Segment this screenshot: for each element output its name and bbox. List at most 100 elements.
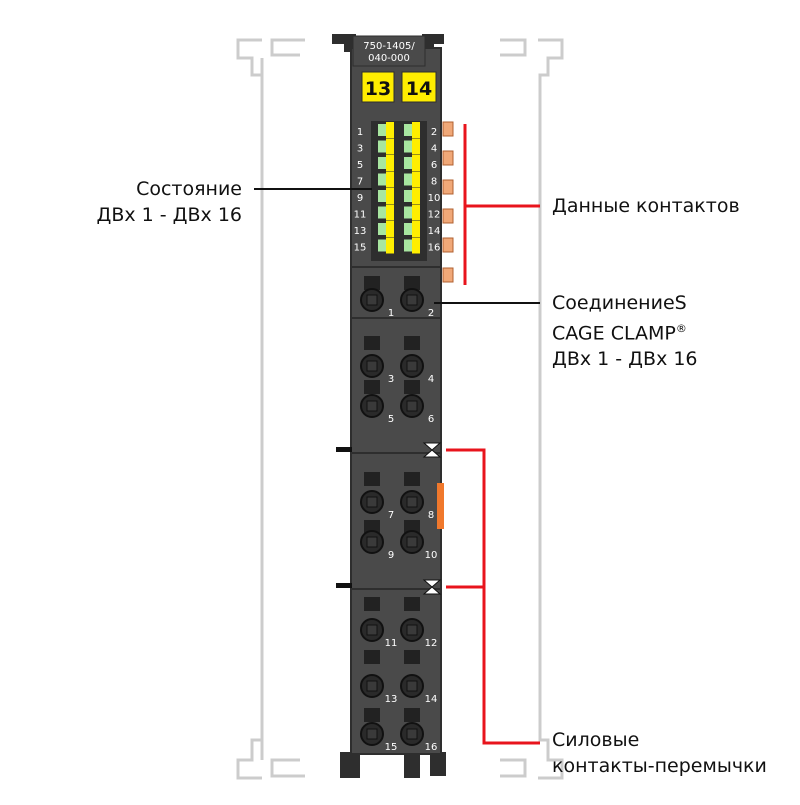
release-slot xyxy=(364,380,380,394)
led-yellow xyxy=(412,155,420,171)
release-slot xyxy=(404,276,420,290)
led-number-right: 16 xyxy=(428,243,441,254)
part-number-plate xyxy=(352,35,426,67)
led-yellow xyxy=(386,171,394,188)
led-green xyxy=(404,140,412,153)
terminal-number: 5 xyxy=(388,414,394,425)
callout-lines xyxy=(254,124,540,745)
led-yellow xyxy=(412,171,420,188)
data-contact xyxy=(442,208,454,224)
part-number-line1: 750-1405/ xyxy=(363,41,415,52)
marker-13 xyxy=(361,71,395,103)
release-slot xyxy=(404,380,420,394)
callout-connection-line2: CAGE CLAMP® xyxy=(552,316,698,346)
clamp-inner xyxy=(406,294,418,306)
led-number-left: 9 xyxy=(357,193,363,204)
clamp-inner xyxy=(366,400,378,412)
led-green xyxy=(378,140,386,153)
led-yellow xyxy=(386,138,394,155)
clamp-inner xyxy=(366,496,378,508)
release-slot xyxy=(364,472,380,486)
clamp-inner xyxy=(366,624,378,636)
terminal-number: 6 xyxy=(428,414,434,425)
clamp-inner xyxy=(406,360,418,372)
callout-connection-line3: ДВх 1 - ДВх 16 xyxy=(552,348,698,371)
release-slot xyxy=(404,520,420,534)
terminal-number: 2 xyxy=(428,308,434,319)
led-green xyxy=(404,239,412,252)
led-number-right: 8 xyxy=(431,177,437,188)
led-yellow xyxy=(412,188,420,204)
marker-14 xyxy=(401,71,437,103)
terminal-number: 14 xyxy=(425,694,438,705)
led-green xyxy=(378,239,386,252)
led-green xyxy=(404,223,412,235)
status-leds xyxy=(378,122,420,254)
led-yellow xyxy=(386,122,394,138)
led-yellow xyxy=(412,122,420,138)
callout-data-contacts: Данные контактов xyxy=(552,193,740,219)
led-number-right: 4 xyxy=(431,144,437,155)
led-yellow xyxy=(412,237,420,254)
terminal-number: 16 xyxy=(425,742,438,753)
callout-status-line1: Состояние xyxy=(136,178,242,200)
led-yellow xyxy=(386,204,394,221)
led-yellow xyxy=(386,155,394,171)
release-slot xyxy=(364,597,380,611)
led-green xyxy=(404,206,412,219)
data-contacts xyxy=(442,121,454,283)
clamp-inner xyxy=(406,400,418,412)
led-yellow xyxy=(386,188,394,204)
release-slot xyxy=(364,708,380,722)
led-number-right: 6 xyxy=(431,160,437,171)
led-number-right: 10 xyxy=(428,193,441,204)
release-slot xyxy=(364,650,380,664)
release-slot xyxy=(404,708,420,722)
release-slot xyxy=(364,276,380,290)
led-number-left: 11 xyxy=(354,210,367,221)
clamp-inner xyxy=(366,294,378,306)
callout-data-contacts-line1: Данные контактов xyxy=(552,195,740,217)
marker-13-label: 13 xyxy=(365,78,391,100)
led-number-right: 2 xyxy=(431,127,437,138)
callout-connection-line1: СоединениеS xyxy=(552,292,687,314)
led-green xyxy=(378,190,386,202)
clamp-inner xyxy=(406,680,418,692)
clamp-inner xyxy=(366,680,378,692)
orange-jumper xyxy=(437,483,444,529)
terminal-number: 8 xyxy=(428,510,434,521)
led-number-left: 15 xyxy=(354,243,367,254)
terminal-number: 11 xyxy=(385,638,398,649)
led-green xyxy=(378,124,386,136)
callout-power-jumpers: Силовые контакты-перемычки xyxy=(552,727,767,779)
led-number-left: 1 xyxy=(357,127,363,138)
callout-connection: СоединениеS CAGE CLAMP® ДВх 1 - ДВх 16 xyxy=(552,290,698,372)
led-green xyxy=(404,124,412,136)
rail-outline xyxy=(236,38,564,780)
clamp-inner xyxy=(366,360,378,372)
clamp-inner xyxy=(406,728,418,740)
callout-status-line2: ДВх 1 - ДВх 16 xyxy=(96,204,242,226)
data-contact xyxy=(442,121,454,137)
led-yellow xyxy=(386,221,394,237)
marker-14-label: 14 xyxy=(406,78,432,100)
release-slot xyxy=(404,336,420,350)
release-slot xyxy=(404,472,420,486)
release-slot xyxy=(404,650,420,664)
power-jumper-contacts xyxy=(336,442,444,595)
terminal-number: 3 xyxy=(388,374,394,385)
led-yellow xyxy=(412,204,420,221)
terminal-number: 12 xyxy=(425,638,438,649)
clamp-inner xyxy=(406,624,418,636)
release-slot xyxy=(404,597,420,611)
led-green xyxy=(404,190,412,202)
terminal-number: 7 xyxy=(388,510,394,521)
clamp-inner xyxy=(406,496,418,508)
led-number-right: 12 xyxy=(428,210,441,221)
led-yellow xyxy=(412,221,420,237)
clamp-inner xyxy=(366,536,378,548)
